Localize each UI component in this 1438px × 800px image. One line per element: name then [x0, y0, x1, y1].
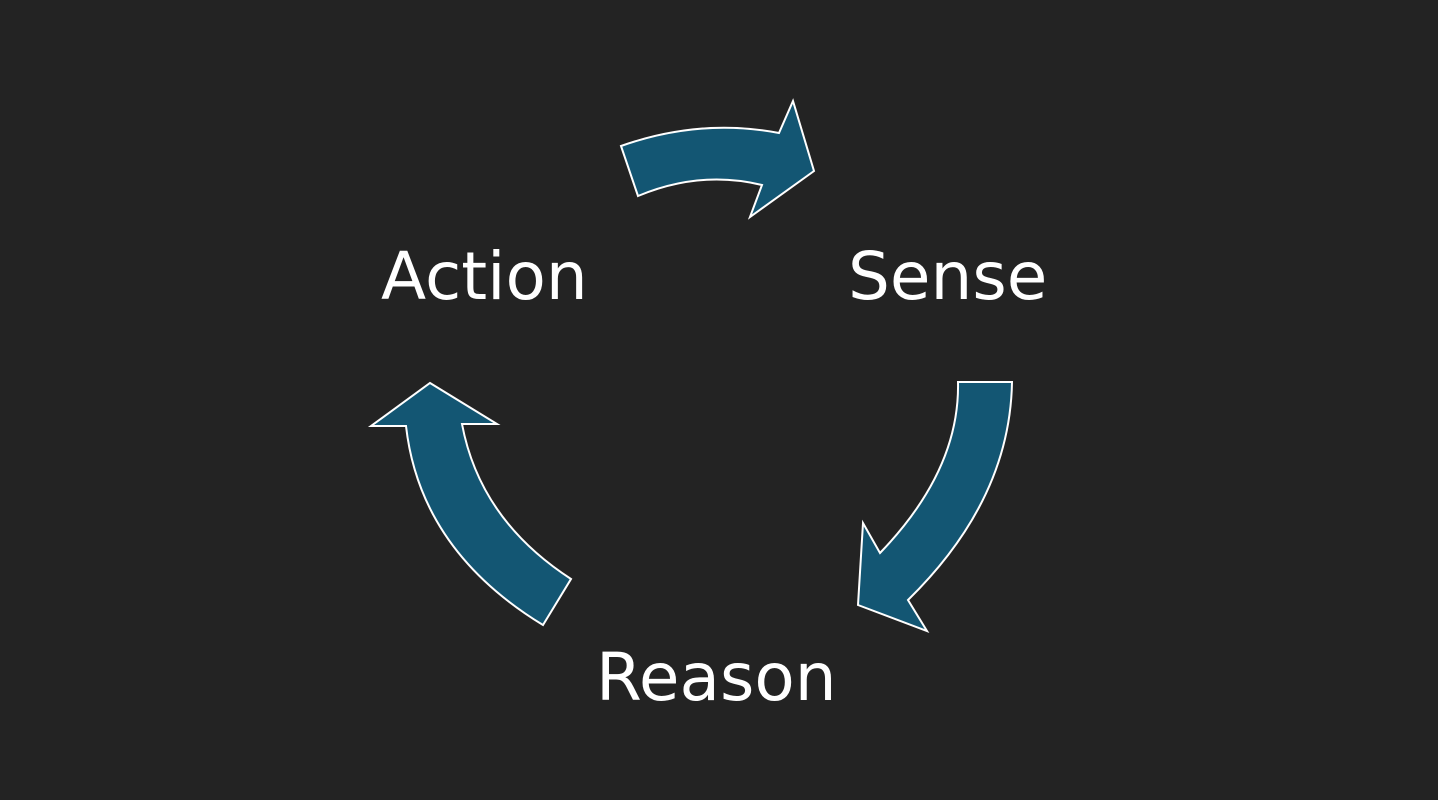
stage-label-sense: Sense	[848, 238, 1048, 315]
stage-label-action: Action	[381, 238, 588, 315]
arrow-action-to-sense	[619, 98, 816, 220]
stage-label-reason: Reason	[596, 639, 837, 716]
arrow-reason-to-action	[367, 381, 573, 627]
arrow-sense-to-reason	[856, 381, 1014, 633]
